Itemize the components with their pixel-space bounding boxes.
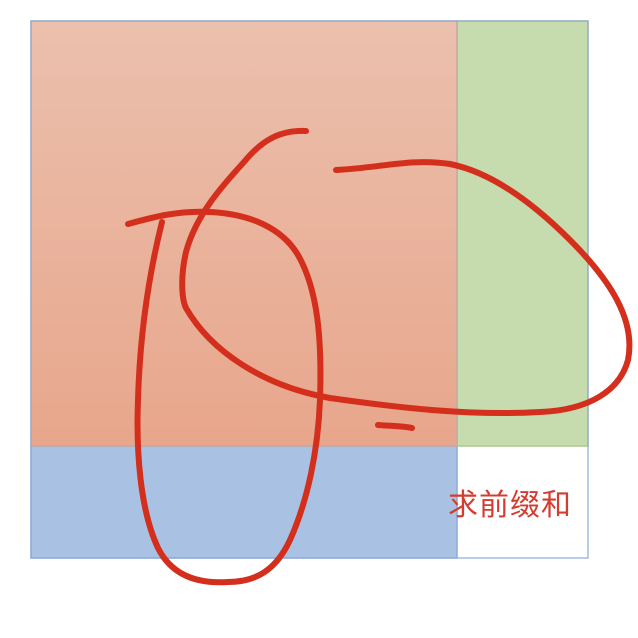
white-corner-region bbox=[457, 446, 588, 558]
scribble-dash bbox=[375, 422, 415, 431]
orange-region bbox=[30, 20, 458, 447]
scribble-big-loop bbox=[179, 127, 633, 417]
blue-region bbox=[30, 445, 458, 559]
outer-frame bbox=[30, 20, 589, 559]
green-region bbox=[456, 20, 589, 447]
scribble-left-loop bbox=[125, 208, 324, 586]
prefix-sum-caption: 求前缀和 bbox=[448, 488, 572, 523]
red-scribble-annotation bbox=[125, 127, 633, 586]
